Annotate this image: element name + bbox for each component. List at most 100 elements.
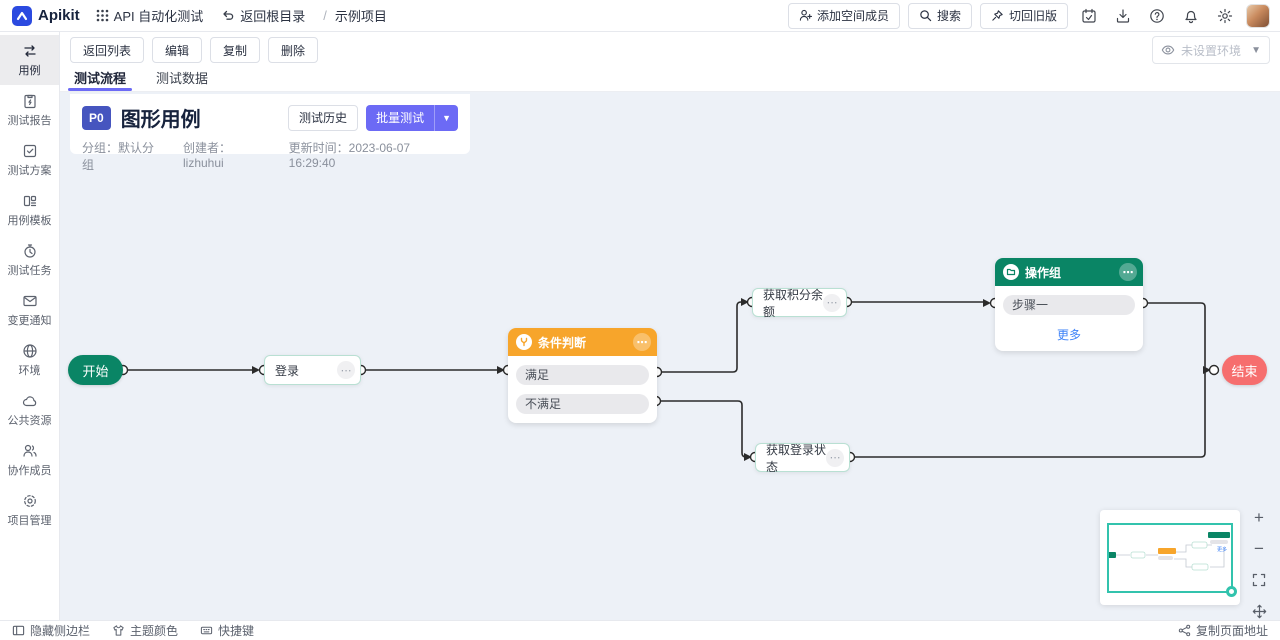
user-avatar[interactable] (1246, 3, 1270, 28)
tshirt-icon (113, 625, 124, 636)
sidebar-item-resource[interactable]: 公共资源 (0, 385, 59, 435)
delete-button[interactable]: 删除 (268, 37, 319, 63)
sidebar-item-case[interactable]: 用例 (0, 35, 59, 85)
eye-icon (1161, 45, 1175, 55)
pin-icon (992, 10, 1003, 21)
grid-apps-icon (96, 9, 108, 22)
zoom-controls: + − A (1248, 508, 1270, 620)
group-more-link[interactable]: 更多 (1056, 328, 1081, 342)
node-login-more-button[interactable]: ⋯ (337, 361, 355, 379)
share-icon (1178, 624, 1191, 637)
search-button[interactable]: 搜索 (907, 2, 972, 29)
help-button[interactable] (1144, 3, 1170, 29)
zoom-out-button[interactable]: − (1254, 539, 1264, 558)
zoom-in-button[interactable]: + (1254, 508, 1264, 527)
folder-icon (1003, 264, 1019, 280)
template-icon (23, 195, 36, 207)
globe-icon (22, 344, 37, 358)
return-arrow-icon (223, 10, 234, 20)
keyboard-icon (200, 626, 213, 635)
changelog-button[interactable] (1076, 3, 1102, 29)
node-operation-group[interactable]: 操作组 ⋯ 步骤一 更多 (995, 258, 1143, 351)
case-group: 默认分组 (82, 141, 155, 172)
resource-icon (22, 396, 36, 407)
environment-placeholder: 未设置环境 (1181, 43, 1242, 58)
sidebar-item-task[interactable]: 测试任务 (0, 235, 59, 285)
sidebar-toggle-icon (12, 625, 25, 636)
case-tabs: 测试流程 测试数据 (60, 68, 1280, 92)
batch-test-button[interactable]: 批量测试 ▼ (366, 104, 458, 131)
sidebar-item-report[interactable]: 测试报告 (0, 85, 59, 135)
case-info-card: P0 图形用例 测试历史 批量测试 ▼ 分组：默认分组 创建者：lizhuhui… (70, 94, 470, 172)
flow-canvas[interactable]: P0 图形用例 测试历史 批量测试 ▼ 分组：默认分组 创建者：lizhuhui… (60, 92, 1280, 620)
case-meta: 分组：默认分组 创建者：lizhuhui 更新时间：2023-06-07 16:… (82, 141, 411, 172)
sidebar-item-member[interactable]: 协作成员 (0, 435, 59, 485)
sidebar-item-plan[interactable]: 测试方案 (0, 135, 59, 185)
copy-button[interactable]: 复制 (210, 37, 261, 63)
download-client-button[interactable] (1110, 3, 1136, 29)
breadcrumb-project[interactable]: 示例项目 (334, 9, 387, 24)
minimap-preview: 更多 (1108, 532, 1230, 571)
copy-page-url-button[interactable]: 复制页面地址 (1178, 622, 1268, 639)
node-login[interactable]: 登录 ⋯ (264, 355, 361, 385)
node-get-points-more-button[interactable]: ⋯ (823, 293, 841, 312)
shortcuts-button[interactable]: 快捷键 (200, 622, 254, 639)
node-get-login-status[interactable]: 获取登录状态 ⋯ (755, 443, 850, 474)
case-title: 图形用例 (120, 109, 201, 131)
node-start[interactable]: 开始 (68, 355, 123, 385)
plan-icon (23, 144, 36, 158)
sidebar-item-env[interactable]: 环境 (0, 335, 59, 385)
group-step-one[interactable]: 步骤一 (1003, 295, 1135, 315)
svg-text:更多: 更多 (1217, 546, 1227, 553)
node-condition[interactable]: 条件判断 ⋯ 满足 不满足 (508, 328, 657, 423)
top-nav: Apikit API 自动化测试 返回根目录 / 示例项目 添加空间成员 (0, 0, 1280, 32)
back-list-button[interactable]: 返回列表 (70, 37, 145, 63)
report-icon (23, 94, 36, 109)
person-plus-icon (799, 9, 812, 21)
tab-test-flow[interactable]: 测试流程 (67, 68, 133, 91)
notifications-button[interactable] (1178, 3, 1204, 29)
switch-old-version-button[interactable]: 切回旧版 (979, 2, 1068, 29)
node-end[interactable]: 结束 (1222, 355, 1267, 385)
people-icon (22, 444, 37, 457)
settings-button[interactable] (1212, 3, 1238, 29)
fit-view-button[interactable] (1249, 570, 1269, 590)
calendar-check-icon (1082, 8, 1096, 23)
minimap-viewport[interactable] (1107, 523, 1237, 597)
app-switcher[interactable]: API 自动化测试 (96, 6, 203, 25)
node-group-more-button[interactable]: ⋯ (1119, 263, 1137, 281)
branch-false[interactable]: 不满足 (516, 394, 649, 414)
fit-view-icon (1252, 573, 1266, 587)
timer-icon (23, 244, 36, 258)
environment-select[interactable]: 未设置环境 ▼ (1152, 36, 1270, 64)
minimap-resize-handle[interactable] (1226, 586, 1237, 597)
bell-icon (1185, 10, 1197, 23)
sidebar-item-notify[interactable]: 变更通知 (0, 285, 59, 335)
test-history-button[interactable]: 测试历史 (288, 104, 359, 131)
minimap[interactable]: 更多 (1100, 510, 1240, 605)
pan-button[interactable] (1249, 601, 1269, 620)
sidebar-item-template[interactable]: 用例模板 (0, 185, 59, 235)
branch-true[interactable]: 满足 (516, 365, 649, 385)
apikit-logo-icon[interactable] (12, 5, 32, 26)
edit-button[interactable]: 编辑 (152, 37, 203, 63)
case-creator: lizhuhui (183, 156, 224, 170)
theme-color-button[interactable]: 主题颜色 (112, 622, 178, 639)
mail-icon (22, 295, 37, 307)
back-to-root[interactable]: 返回根目录 (221, 6, 305, 25)
sidebar-item-manage[interactable]: 项目管理 (0, 485, 59, 535)
node-get-login-status-more-button[interactable]: ⋯ (826, 448, 844, 467)
batch-test-caret-icon[interactable]: ▼ (442, 112, 451, 123)
testcase-icon (23, 45, 36, 57)
tab-test-data[interactable]: 测试数据 (156, 71, 209, 86)
node-get-points[interactable]: 获取积分余额 ⋯ (752, 288, 847, 319)
case-toolbar: 返回列表 编辑 复制 删除 未设置环境 ▼ (60, 32, 1280, 68)
brand-name: Apikit (38, 7, 80, 24)
hide-sidebar-button[interactable]: 隐藏侧边栏 (12, 622, 90, 639)
breadcrumb-separator: / (323, 8, 327, 23)
node-condition-more-button[interactable]: ⋯ (633, 333, 651, 351)
manage-gear-icon (23, 495, 36, 507)
help-icon (1150, 8, 1164, 23)
left-sidebar: 用例 测试报告 测试方案 用例模板 测试任务 变更通知 环境 公共资源 (0, 32, 60, 620)
add-member-button[interactable]: 添加空间成员 (787, 2, 900, 29)
